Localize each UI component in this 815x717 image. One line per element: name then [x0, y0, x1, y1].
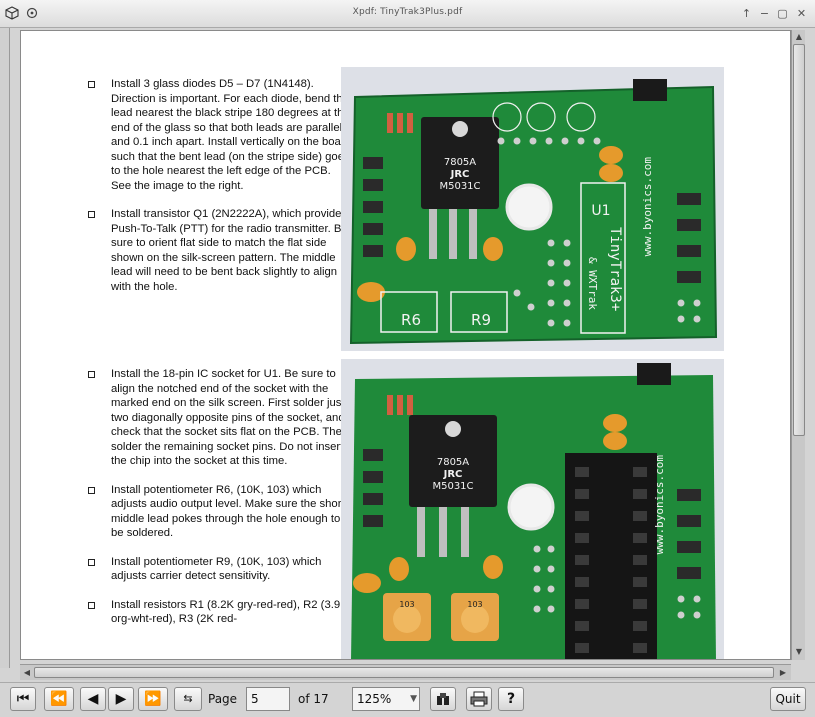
- pcb-label-r9: R9: [471, 311, 491, 329]
- pdf-page[interactable]: Install 3 glass diodes D5 – D7 (1N4148).…: [20, 30, 791, 660]
- bullet-box-icon: [88, 601, 95, 609]
- page-total: of 17: [298, 692, 329, 706]
- scroll-left-icon[interactable]: ◀: [23, 668, 31, 677]
- quit-button[interactable]: Quit: [770, 687, 806, 711]
- pcb-board-name: TinyTrak3+: [607, 227, 623, 311]
- prev-page-icon[interactable]: ◀: [80, 687, 106, 711]
- window-title: Xpdf: TinyTrak3Plus.pdf: [352, 7, 463, 17]
- page-label: Page: [208, 692, 238, 706]
- zoom-select[interactable]: 125% ▼: [352, 687, 420, 711]
- bullet-box-icon: [88, 81, 95, 88]
- list-item: Install transistor Q1 (2N2222A), which p…: [81, 207, 351, 294]
- list-item: Install 3 glass diodes D5 – D7 (1N4148).…: [81, 77, 351, 193]
- horizontal-scroll-thumb[interactable]: [34, 667, 774, 678]
- list-item: Install potentiometer R9, (10K, 103) whi…: [81, 555, 351, 584]
- zoom-value: 125%: [357, 692, 392, 706]
- forward-five-pages-icon[interactable]: ⏩: [138, 687, 168, 711]
- chevron-down-icon[interactable]: ▼: [410, 694, 417, 704]
- bullet-box-icon: [88, 371, 95, 378]
- up-arrow-icon[interactable]: ↑: [741, 7, 752, 20]
- pcb-label-u1: U1: [591, 203, 610, 219]
- item-text: Install resistors R1 (8.2K gry-red-red),…: [111, 598, 348, 626]
- maximize-icon[interactable]: ▢: [777, 7, 788, 20]
- bullet-list-top: Install 3 glass diodes D5 – D7 (1N4148).…: [81, 77, 351, 294]
- bottom-toolbar: ⏮ ⏪ ◀ ▶ ⏩ ⇆ Page 5 of 17 125% ▼ ? Quit: [0, 682, 815, 717]
- bullet-box-icon: [88, 558, 95, 566]
- pcb-label-r6: R6: [401, 311, 421, 329]
- pcb-photo-2: 7805A JRC M5031C: [341, 359, 724, 659]
- item-text: Install the 18-pin IC socket for U1. Be …: [111, 368, 349, 467]
- find-binoculars-icon[interactable]: [430, 687, 456, 711]
- window-menu-icon[interactable]: [26, 7, 38, 19]
- scroll-right-icon[interactable]: ▶: [779, 668, 787, 677]
- minimize-icon[interactable]: −: [759, 7, 770, 20]
- app-cube-icon[interactable]: [5, 6, 19, 20]
- vertical-scrollbar[interactable]: ▲ ▼: [791, 30, 805, 660]
- list-item: Install the 18-pin IC socket for U1. Be …: [81, 367, 351, 469]
- horizontal-scrollbar[interactable]: ◀ ▶: [20, 664, 791, 680]
- history-back-forward-icon[interactable]: ⇆: [174, 687, 202, 711]
- bullet-box-icon: [88, 211, 95, 218]
- title-bar[interactable]: Xpdf: TinyTrak3Plus.pdf ↑ − ▢ ✕: [0, 0, 815, 28]
- reg-text-1: 7805A: [444, 157, 476, 168]
- item-text: Install transistor Q1 (2N2222A), which p…: [111, 208, 348, 293]
- reg-text-3: M5031C: [439, 181, 480, 192]
- reg2-text-1: 7805A: [437, 457, 469, 468]
- first-page-icon[interactable]: ⏮: [10, 687, 36, 711]
- help-icon[interactable]: ?: [498, 687, 524, 711]
- pcb-board-sub: & WXTrak: [586, 257, 599, 310]
- pcb-site-text: www.byonics.com: [641, 157, 654, 257]
- pot-label-1: 103: [399, 600, 414, 609]
- bullet-box-icon: [88, 486, 95, 494]
- item-text: Install 3 glass diodes D5 – D7 (1N4148).…: [111, 78, 351, 192]
- scroll-down-icon[interactable]: ▼: [795, 647, 803, 656]
- print-icon[interactable]: [466, 687, 492, 711]
- pot-label-2: 103: [467, 600, 482, 609]
- list-item: Install resistors R1 (8.2K gry-red-red),…: [81, 598, 351, 627]
- back-five-pages-icon[interactable]: ⏪: [44, 687, 74, 711]
- pcb2-site-text: www.byonics.com: [653, 455, 666, 555]
- list-item: Install potentiometer R6, (10K, 103) whi…: [81, 483, 351, 541]
- reg2-text-3: M5031C: [432, 481, 473, 492]
- pcb-photo-1: 7805A JRC M5031C: [341, 67, 724, 351]
- close-icon[interactable]: ✕: [796, 7, 807, 20]
- vertical-scroll-thumb[interactable]: [793, 44, 805, 436]
- page-number-input[interactable]: 5: [246, 687, 290, 711]
- item-text: Install potentiometer R6, (10K, 103) whi…: [111, 483, 345, 540]
- reg-text-2: JRC: [450, 169, 470, 180]
- item-text: Install potentiometer R9, (10K, 103) whi…: [111, 555, 322, 583]
- reg2-text-2: JRC: [443, 469, 463, 480]
- scroll-up-icon[interactable]: ▲: [795, 32, 803, 41]
- bullet-list-bottom: Install the 18-pin IC socket for U1. Be …: [81, 367, 351, 627]
- next-page-icon[interactable]: ▶: [108, 687, 134, 711]
- left-frame: [0, 28, 10, 668]
